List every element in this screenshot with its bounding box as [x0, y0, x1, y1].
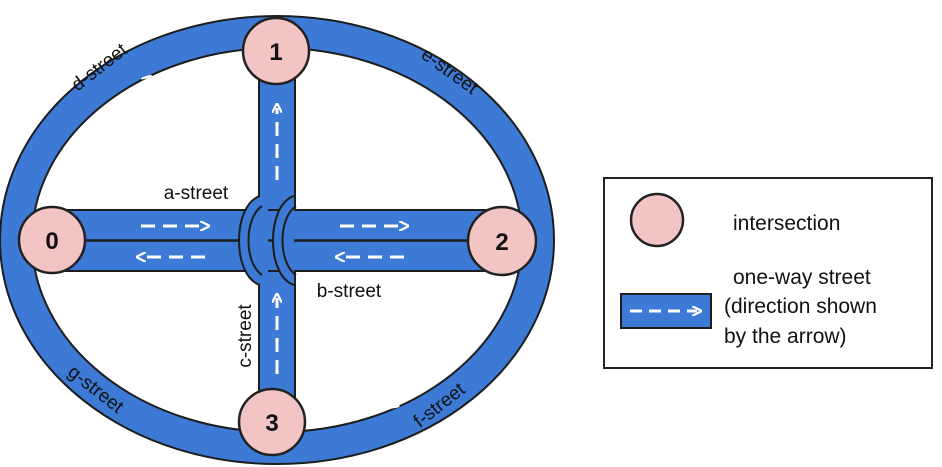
- direction-arrows: [95, 76, 452, 405]
- d-street-arrow: [95, 79, 148, 128]
- e-street-arrow: [397, 76, 452, 118]
- c-street-label: c-street: [235, 304, 256, 368]
- legend-street-label-line2: (direction shown: [724, 295, 877, 318]
- b-street-label: b-street: [317, 281, 382, 302]
- legend-street-label-line3: by the arrow): [724, 325, 847, 348]
- f-street-arrow: [393, 366, 445, 405]
- intersection-2-label: 2: [495, 229, 508, 256]
- a-street-label: a-street: [164, 183, 229, 204]
- legend: intersection one-way street (direction s…: [603, 177, 933, 369]
- g-street-arrow: [107, 357, 158, 398]
- intersection-0: 0: [17, 205, 87, 275]
- center-crossing: [238, 195, 297, 286]
- intersection-3: 3: [237, 387, 307, 457]
- legend-intersection-swatch: [629, 192, 685, 248]
- intersection-1-label: 1: [269, 39, 282, 66]
- intersection-3-label: 3: [265, 410, 278, 437]
- legend-street-label-line1: one-way street: [733, 266, 871, 289]
- legend-intersection-label: intersection: [733, 212, 840, 235]
- intersection-0-label: 0: [45, 228, 58, 255]
- intersection-2: 2: [466, 205, 538, 277]
- intersection-1: 1: [241, 16, 311, 86]
